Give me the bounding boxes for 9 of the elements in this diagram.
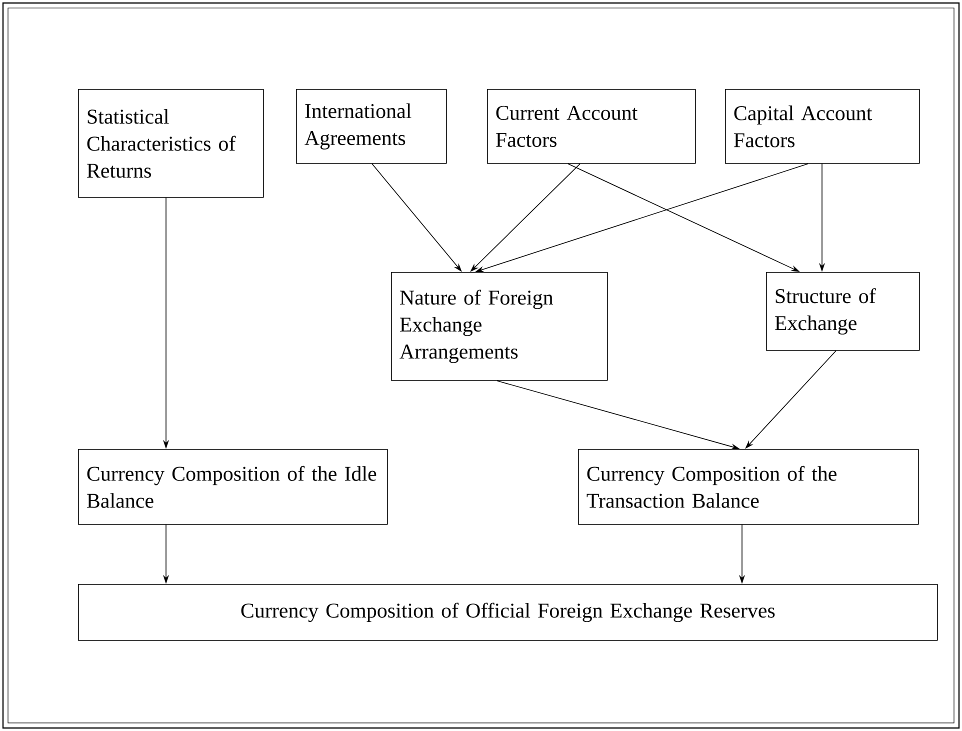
text-box: Currency Composition of Official Foreign Exchange Reserves: [78, 584, 938, 641]
text-box: Current Account Factors: [487, 89, 696, 164]
text-box: Capital Account Factors: [725, 89, 920, 164]
text-box: Currency Composition of the Idle Balance: [78, 448, 388, 525]
text-box: International Agreements: [296, 89, 447, 164]
text-box: Structure of Exchange: [766, 272, 920, 351]
text-box: Statistical Characteristics of Returns: [78, 89, 264, 198]
text-box: Currency Composition of the Transaction Balance: [578, 448, 919, 525]
text-box: Nature of Foreign Exchange Arrangements: [391, 272, 608, 381]
